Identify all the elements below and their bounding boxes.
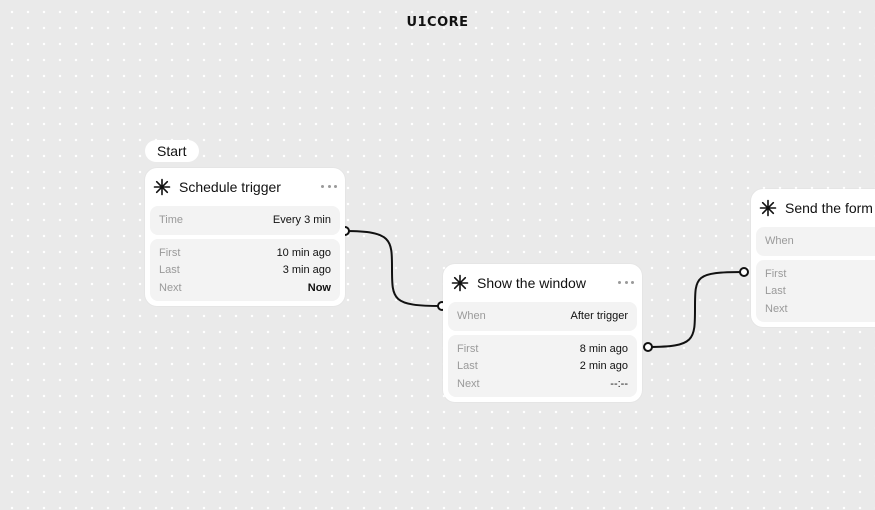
output-port-window <box>643 342 653 352</box>
stat-label: First <box>159 247 181 259</box>
input-port-form <box>739 267 749 277</box>
app-logo: U1CORE <box>406 15 469 30</box>
node-header[interactable]: Schedule trigger <box>145 168 345 206</box>
stat-row-next: Next <box>765 301 866 317</box>
stat-value: 8 min ago <box>579 343 628 355</box>
stat-label: Last <box>765 285 786 297</box>
config-panel[interactable]: Time Every 3 min <box>150 206 340 235</box>
config-panel[interactable]: When <box>756 227 875 256</box>
stat-label: Next <box>457 378 480 390</box>
stat-label: First <box>765 268 787 280</box>
start-badge: Start <box>145 140 199 162</box>
stat-value: 10 min ago <box>276 247 331 259</box>
stats-panel: First 10 min ago Last 3 min ago Next Now <box>150 239 340 301</box>
config-panel[interactable]: When After trigger <box>448 302 637 331</box>
node-schedule-trigger[interactable]: Schedule trigger Time Every 3 min First … <box>145 168 345 306</box>
node-title: Show the window <box>477 275 586 291</box>
node-title: Schedule trigger <box>179 179 281 195</box>
config-row-time: Time Every 3 min <box>159 212 331 228</box>
stat-label: Next <box>159 282 182 294</box>
stat-row-last: Last 2 min ago <box>457 358 628 374</box>
stat-label: Last <box>457 360 478 372</box>
node-header[interactable]: Send the form <box>751 189 875 227</box>
asterisk-icon <box>451 274 469 292</box>
stat-row-last: Last 3 min ago <box>159 262 331 278</box>
asterisk-icon <box>759 199 777 217</box>
more-options-icon[interactable] <box>618 274 634 290</box>
stats-panel: First 8 min ago Last 2 min ago Next --:-… <box>448 335 637 397</box>
wire-schedule-to-window <box>344 230 443 307</box>
stat-value: Now <box>307 282 331 294</box>
stat-label: First <box>457 343 479 355</box>
more-options-icon[interactable] <box>321 178 337 194</box>
node-header[interactable]: Show the window <box>443 264 642 302</box>
asterisk-icon <box>153 178 171 196</box>
field-value: Every 3 min <box>272 214 331 226</box>
stat-value: 3 min ago <box>282 264 331 276</box>
field-label: When <box>765 235 794 247</box>
stat-row-next: Next Now <box>159 280 331 296</box>
stat-row-first: First 10 min ago <box>159 245 331 261</box>
stat-row-first: First <box>765 266 866 282</box>
node-show-the-window[interactable]: Show the window When After trigger First… <box>443 264 642 402</box>
field-label: When <box>457 310 486 322</box>
config-row-when: When After trigger <box>457 308 628 324</box>
stat-value: --:-- <box>610 378 628 390</box>
stat-row-first: First 8 min ago <box>457 341 628 357</box>
node-send-the-form[interactable]: Send the form When First Last Next <box>751 189 875 327</box>
field-label: Time <box>159 214 184 226</box>
stat-row-next: Next --:-- <box>457 376 628 392</box>
stats-panel: First Last Next <box>756 260 875 322</box>
wire-window-to-form <box>647 271 745 348</box>
stat-value: 2 min ago <box>579 360 628 372</box>
stat-row-last: Last <box>765 283 866 299</box>
node-title: Send the form <box>785 200 873 216</box>
config-row-when: When <box>765 233 866 249</box>
field-value: After trigger <box>570 310 628 322</box>
stat-label: Next <box>765 303 788 315</box>
stat-label: Last <box>159 264 180 276</box>
